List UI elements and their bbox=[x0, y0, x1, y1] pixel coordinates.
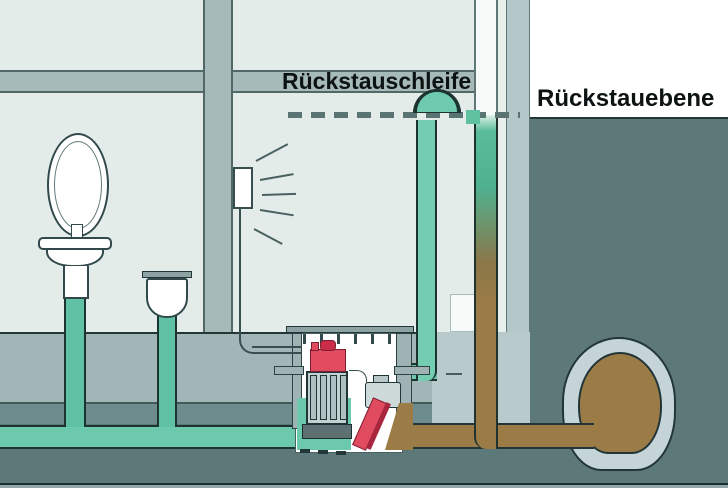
pump-fin bbox=[340, 375, 347, 420]
outside-above-ground bbox=[530, 0, 728, 118]
discharge-riser-pipe bbox=[416, 120, 437, 381]
pit-flange-left bbox=[274, 366, 304, 375]
washbasin-rim bbox=[38, 237, 112, 250]
alarm-cable-second bbox=[252, 346, 302, 348]
backflow-level-label: Rückstauebene bbox=[537, 85, 715, 112]
pump-motor-knob bbox=[311, 342, 319, 351]
floor-drain-pipe bbox=[157, 315, 177, 427]
ceiling-slab bbox=[0, 70, 506, 93]
washbasin-drain-pipe bbox=[64, 298, 86, 427]
valve-cable bbox=[349, 370, 367, 383]
pit-cover-frame bbox=[286, 326, 414, 333]
valve-handle bbox=[373, 375, 389, 383]
pump-motor-cap bbox=[320, 340, 336, 351]
cover-bolt bbox=[303, 334, 306, 344]
floor-drain-funnel bbox=[146, 278, 188, 318]
alarm-cable bbox=[239, 209, 241, 339]
roof-vent-stack bbox=[474, 0, 498, 115]
pipe-support-tick bbox=[446, 373, 462, 375]
dashed-backflow-level-line bbox=[288, 112, 520, 118]
floor-drain-rim bbox=[142, 271, 192, 278]
cover-bolt bbox=[354, 334, 357, 344]
pump-fin bbox=[330, 375, 337, 420]
washbasin-pedestal bbox=[63, 266, 89, 299]
cover-bolt bbox=[337, 334, 340, 344]
anchor-tick bbox=[336, 451, 346, 455]
interior-wall bbox=[203, 0, 233, 332]
pump-motor bbox=[310, 349, 346, 372]
pump-fin bbox=[310, 375, 317, 420]
pump-fin bbox=[320, 375, 327, 420]
cover-bolt bbox=[371, 334, 374, 344]
toilet-lid-inner bbox=[54, 141, 102, 229]
backflow-loop-label: Rückstauschleife bbox=[282, 68, 472, 94]
alarm-unit bbox=[233, 167, 253, 209]
pit-flange-right bbox=[394, 366, 430, 375]
cover-bolt bbox=[320, 334, 323, 344]
loop-stack-connector bbox=[466, 110, 480, 124]
ground-base-strip bbox=[0, 483, 728, 488]
anchor-tick bbox=[300, 449, 310, 453]
pump-base-plate bbox=[302, 424, 352, 439]
cover-bolt bbox=[388, 334, 391, 344]
collector-drain-pipe bbox=[0, 425, 312, 449]
wall-gap-strip bbox=[498, 0, 506, 412]
soil-downpipe bbox=[474, 113, 498, 449]
anchor-tick bbox=[318, 450, 328, 454]
alarm-cable-elbow bbox=[239, 332, 301, 354]
